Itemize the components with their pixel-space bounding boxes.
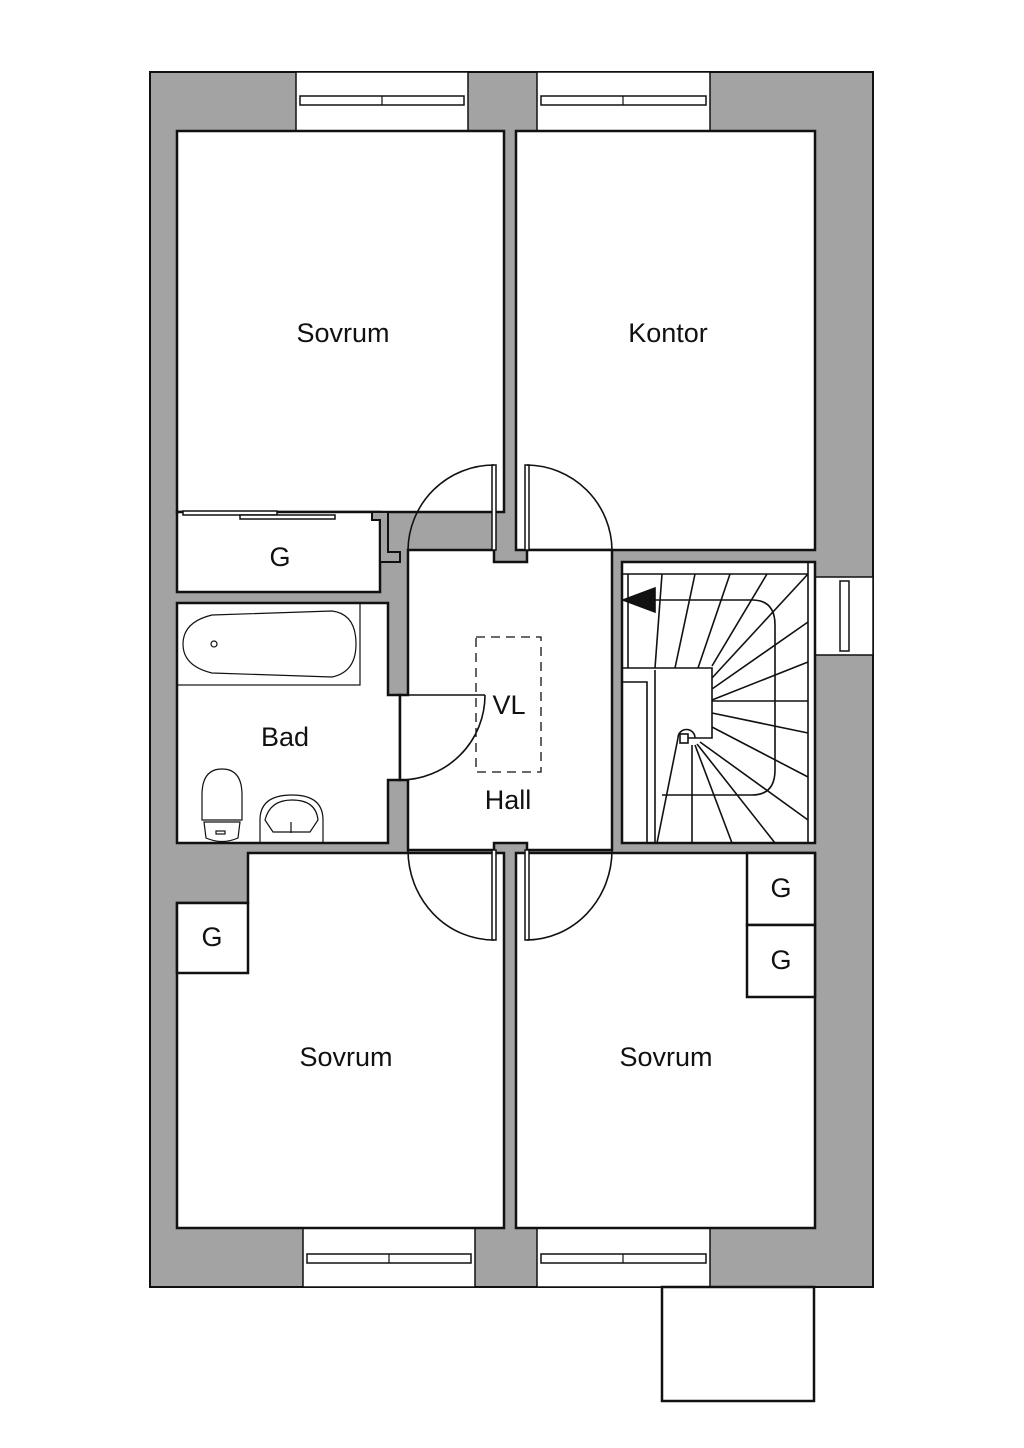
label-closet-bottom-right-2: G <box>770 945 791 975</box>
label-closet-bottom-right-1: G <box>770 873 791 903</box>
label-bedroom-bottom-left: Sovrum <box>299 1042 392 1072</box>
staircase <box>620 562 809 844</box>
window-bottom-right <box>536 1227 711 1288</box>
room-closet-bottom-right-2 <box>745 923 817 999</box>
label-office: Kontor <box>628 318 708 348</box>
window-top-right <box>536 71 711 132</box>
toilet-icon <box>201 768 243 843</box>
label-closet-top: G <box>269 542 290 572</box>
label-bedroom-top-left: Sovrum <box>296 318 389 348</box>
door-bedroom-bottom-right[interactable] <box>524 849 613 941</box>
door-bedroom-bottom-left[interactable] <box>407 849 497 941</box>
room-closet-bottom-right-1 <box>745 851 817 927</box>
window-right <box>814 576 874 656</box>
bathtub-icon <box>176 602 361 686</box>
room-bedroom-top-left <box>175 129 506 514</box>
laundry-marker-box <box>475 636 542 773</box>
door-office[interactable] <box>524 464 613 551</box>
label-closet-bottom-left: G <box>201 922 222 952</box>
room-closet-top <box>175 510 382 594</box>
label-bedroom-bottom-right: Sovrum <box>619 1042 712 1072</box>
balcony <box>660 1285 816 1403</box>
room-closet-bottom-left <box>175 901 250 975</box>
window-top-left <box>295 71 469 132</box>
door-bathroom[interactable] <box>399 694 486 781</box>
label-laundry: VL <box>492 690 525 720</box>
room-hall <box>398 548 614 852</box>
window-bottom-left <box>302 1227 476 1288</box>
wall-stub <box>371 511 401 563</box>
sink-icon <box>259 794 324 843</box>
door-bedroom-top-left[interactable] <box>407 464 497 551</box>
room-office <box>514 129 817 552</box>
label-bathroom: Bad <box>261 722 309 752</box>
label-hall: Hall <box>485 785 532 815</box>
sliding-door <box>182 510 336 520</box>
